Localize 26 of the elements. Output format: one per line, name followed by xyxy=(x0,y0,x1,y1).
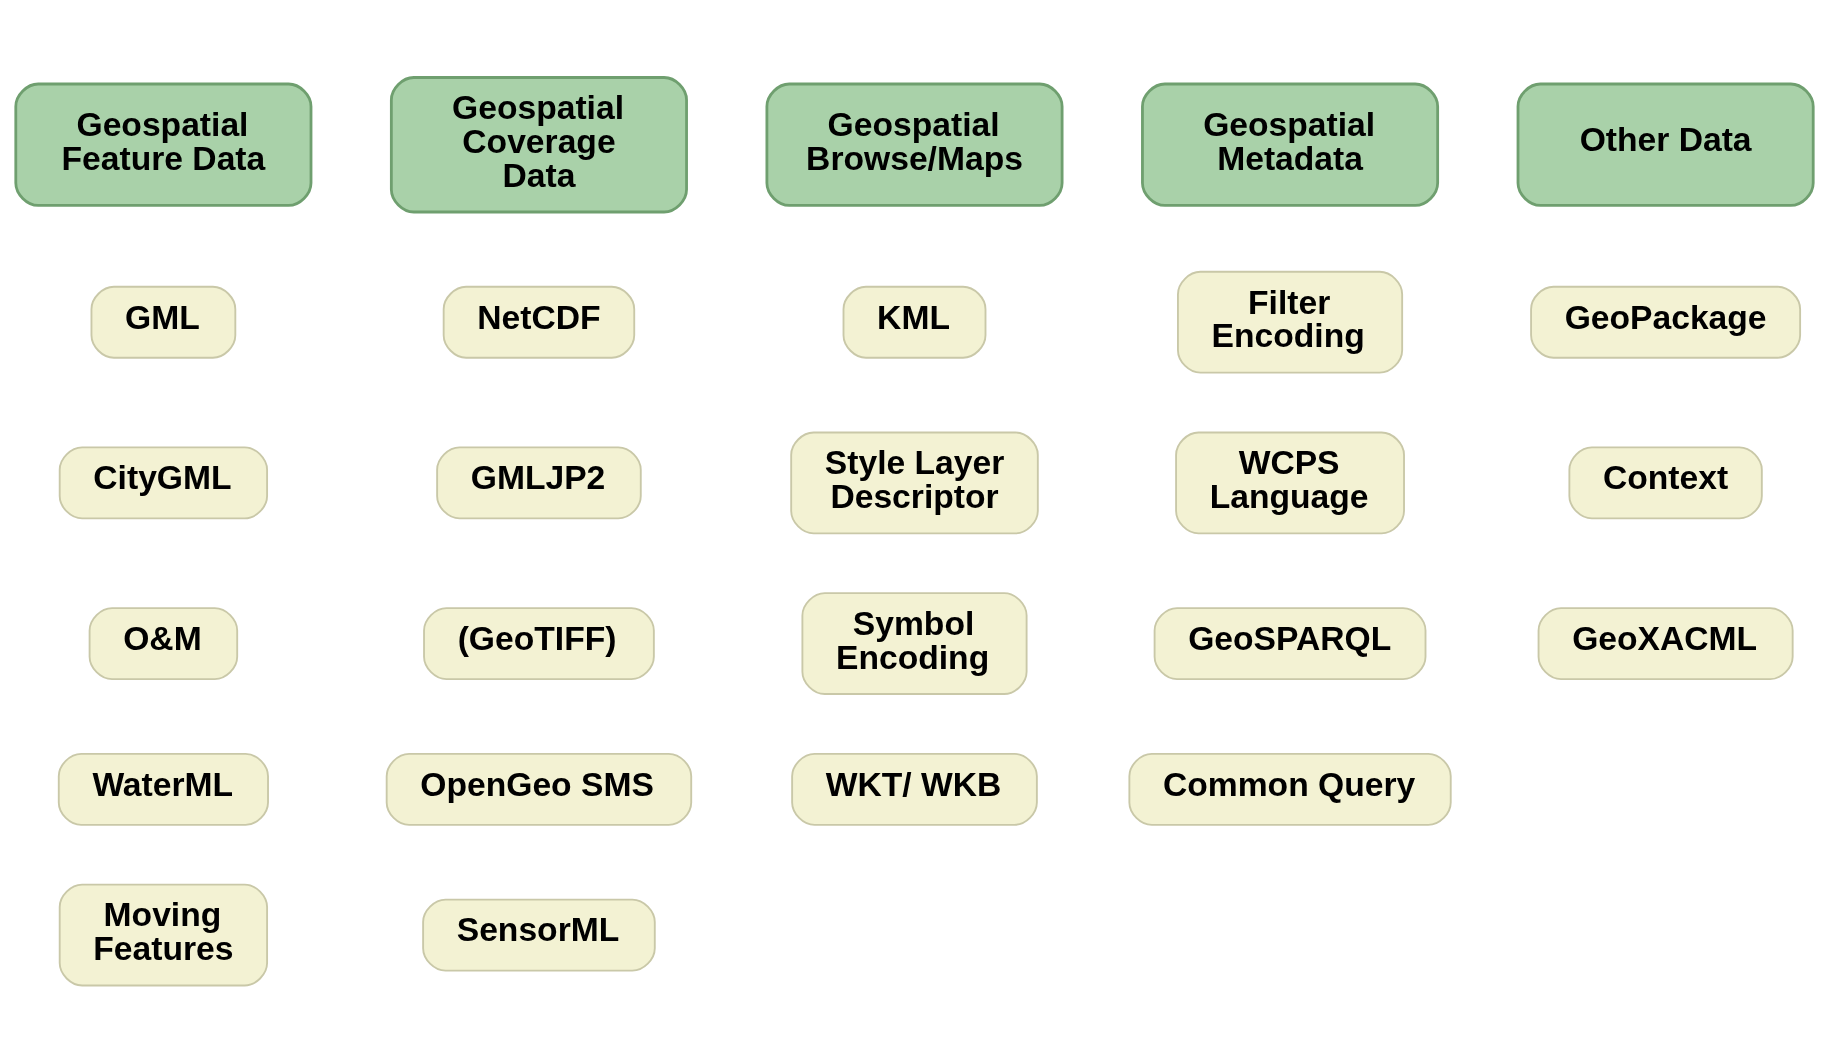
node-box: OpenGeo SMS xyxy=(385,752,693,826)
node-box: WKT/ WKB xyxy=(791,752,1038,826)
node-box: Geospatial Metadata xyxy=(1141,82,1440,207)
node-box: Filter Encoding xyxy=(1177,270,1404,374)
node-box: GML xyxy=(90,285,237,359)
node-box: O&M xyxy=(88,607,239,681)
node-box: Geospatial Feature Data xyxy=(14,82,313,207)
node-box: Common Query xyxy=(1128,752,1452,826)
node-box: GeoSPARQL xyxy=(1153,607,1427,681)
node-box: GeoXACML xyxy=(1537,607,1794,681)
node-box: CityGML xyxy=(58,446,269,520)
node-box: Context xyxy=(1568,446,1763,520)
node-box: Style Layer Descriptor xyxy=(790,431,1039,535)
node-box: WCPS Language xyxy=(1175,431,1405,535)
node-box: Symbol Encoding xyxy=(801,592,1028,695)
node-box: Geospatial Browse/Maps xyxy=(765,82,1064,207)
node-box: Other Data xyxy=(1516,82,1815,207)
node-box: GMLJP2 xyxy=(436,446,642,520)
node-box: SensorML xyxy=(422,898,656,972)
node-box: Moving Features xyxy=(58,883,269,987)
node-box: (GeoTIFF) xyxy=(423,607,655,681)
node-box: Geospatial Coverage Data xyxy=(389,76,688,214)
node-box: NetCDF xyxy=(442,285,636,359)
node-box: WaterML xyxy=(57,752,269,826)
node-box: KML xyxy=(842,285,987,359)
node-box: GeoPackage xyxy=(1530,285,1802,359)
